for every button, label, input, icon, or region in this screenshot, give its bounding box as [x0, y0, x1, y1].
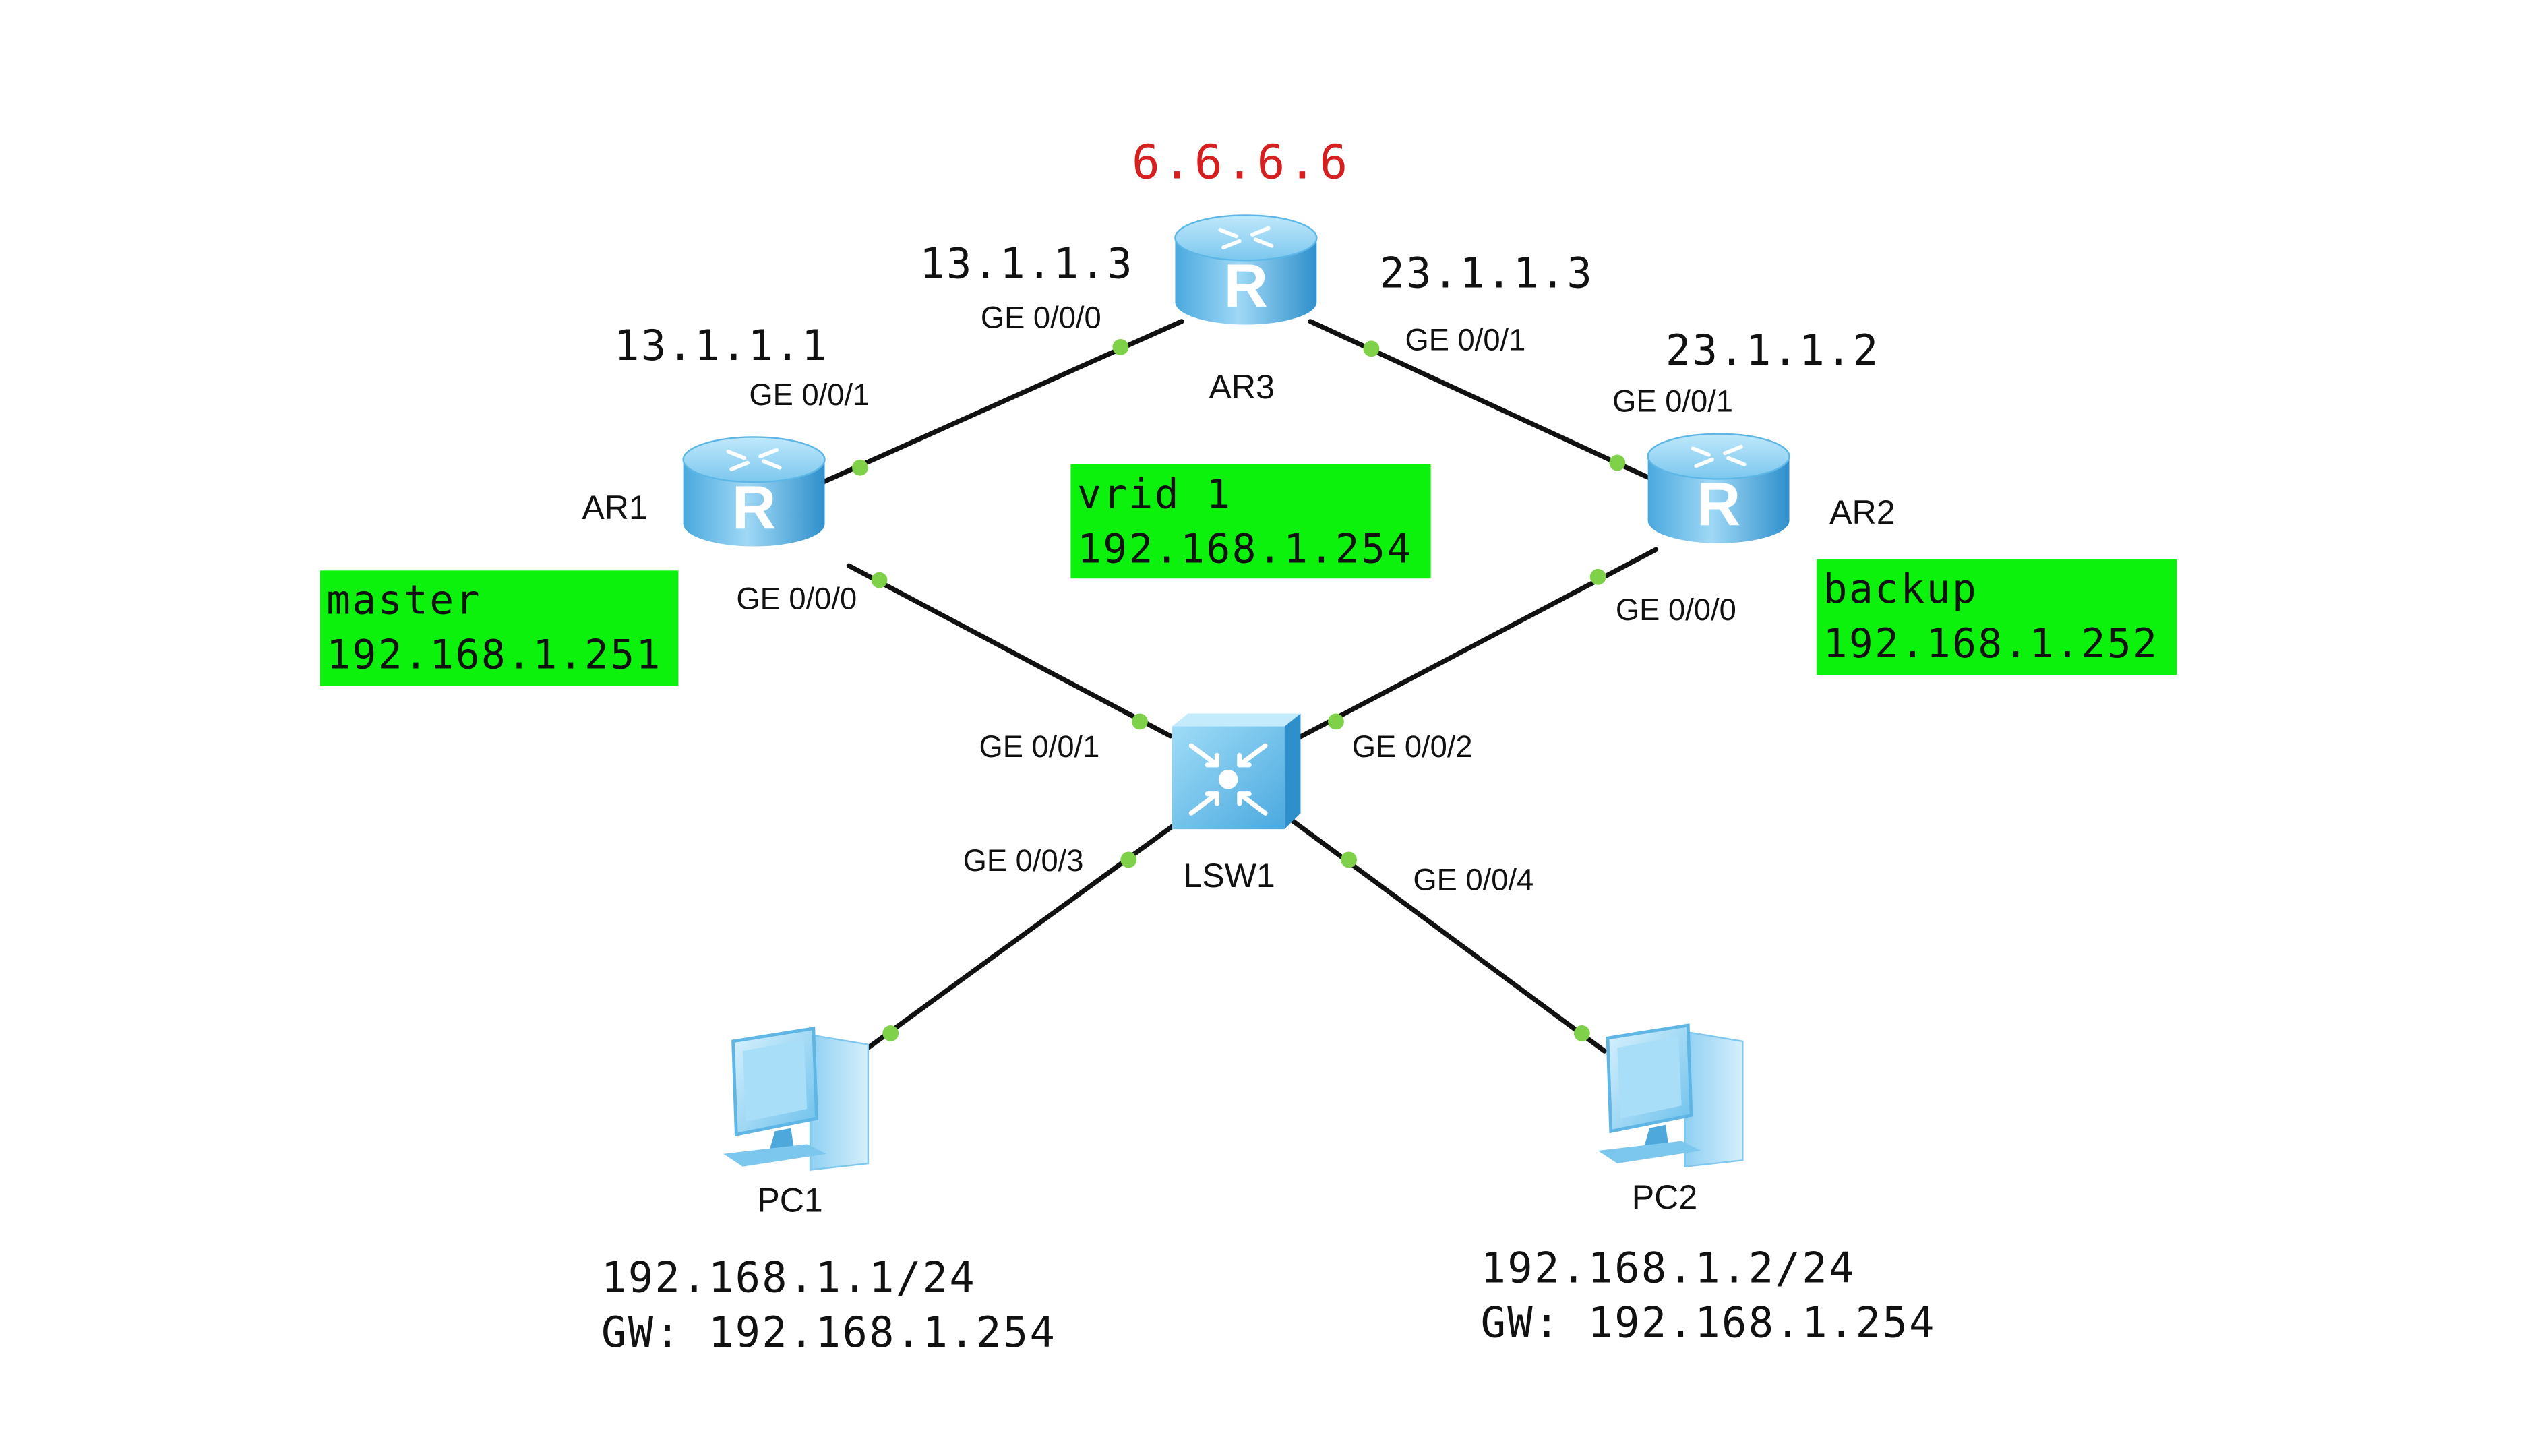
pc2-gateway: GW: 192.168.1.254	[1480, 1300, 1936, 1349]
ar1-port-g001-label: GE 0/0/1	[749, 379, 870, 413]
pc1-gateway: GW: 192.168.1.254	[601, 1309, 1057, 1358]
port-dot-lsw1-g003	[1120, 851, 1137, 868]
lsw1-port-g001-label: GE 0/0/1	[979, 731, 1100, 765]
port-dot-ar1-g001	[852, 459, 868, 476]
pc-icon[interactable]	[723, 1026, 870, 1171]
vrid-note-line2: 192.168.1.254	[1076, 525, 1413, 572]
svg-text:R: R	[1224, 252, 1268, 320]
backup-note-line1: backup	[1823, 566, 1978, 613]
port-dot-ar2-g001	[1609, 454, 1626, 471]
pc2-ip: 192.168.1.2/24	[1480, 1245, 1856, 1294]
pc1-addressing: 192.168.1.1/24 GW: 192.168.1.254	[601, 1252, 1056, 1361]
router-icon[interactable]: R	[1174, 214, 1318, 325]
link-ar1-lsw1	[846, 563, 1173, 739]
vrid-note-line1: vrid 1	[1076, 471, 1232, 518]
ar3-right-address: 23.1.1.3	[1379, 250, 1594, 299]
ar1-port-g000-label: GE 0/0/0	[736, 583, 857, 617]
ar3-port-g000-label: GE 0/0/0	[980, 302, 1101, 336]
port-dot-ar1-g000	[871, 572, 888, 588]
master-note-line1: master	[326, 576, 481, 624]
master-note: master 192.168.1.251	[320, 570, 679, 686]
port-dot-pc2	[1573, 1025, 1590, 1041]
ar3-device-label: AR3	[1209, 369, 1275, 407]
ar2-device-label: AR2	[1829, 495, 1895, 533]
router-icon[interactable]: R	[682, 436, 826, 547]
backup-note-line2: 192.168.1.252	[1823, 620, 2159, 667]
backup-note: backup 192.168.1.252	[1817, 559, 2177, 675]
lsw1-port-g003-label: GE 0/0/3	[963, 845, 1084, 880]
svg-text:R: R	[1697, 471, 1740, 539]
ar3-loopback-address: 6.6.6.6	[1132, 135, 1351, 190]
lsw1-port-g002-label: GE 0/0/2	[1351, 731, 1473, 765]
pc-icon[interactable]	[1598, 1023, 1744, 1168]
pc2-device-label: PC2	[1631, 1179, 1698, 1217]
vrid-note: vrid 1 192.168.1.254	[1070, 464, 1431, 579]
pc1-device-label: PC1	[757, 1182, 823, 1220]
svg-text:R: R	[732, 474, 776, 542]
port-dot-ar3-g001	[1363, 340, 1380, 357]
port-dot-ar2-g000	[1589, 568, 1606, 585]
pc1-ip: 192.168.1.1/24	[601, 1254, 977, 1304]
switch-icon[interactable]	[1172, 713, 1301, 830]
lsw1-device-label: LSW1	[1183, 858, 1275, 895]
router-icon[interactable]: R	[1647, 433, 1790, 543]
ar1-upstream-address: 13.1.1.1	[614, 323, 828, 371]
link-lsw1-pc2	[1288, 817, 1607, 1054]
port-dot-ar3-g000	[1112, 339, 1129, 355]
port-dot-lsw1-g001	[1132, 713, 1148, 730]
ar2-port-g000-label: GE 0/0/0	[1615, 595, 1736, 629]
ar3-port-g001-label: GE 0/0/1	[1405, 324, 1526, 359]
ar3-left-address: 13.1.1.3	[919, 241, 1134, 290]
pc2-addressing: 192.168.1.2/24 GW: 192.168.1.254	[1481, 1242, 1936, 1352]
lsw1-port-g004-label: GE 0/0/4	[1413, 864, 1534, 899]
port-dot-pc1	[882, 1025, 899, 1041]
port-dot-lsw1-g004	[1341, 851, 1357, 868]
ar2-port-g001-label: GE 0/0/1	[1612, 386, 1734, 420]
port-dot-lsw1-g002	[1328, 713, 1344, 730]
ar1-device-label: AR1	[582, 490, 648, 527]
master-note-line2: 192.168.1.251	[326, 631, 662, 679]
ar2-upstream-address: 23.1.1.2	[1665, 328, 1880, 376]
